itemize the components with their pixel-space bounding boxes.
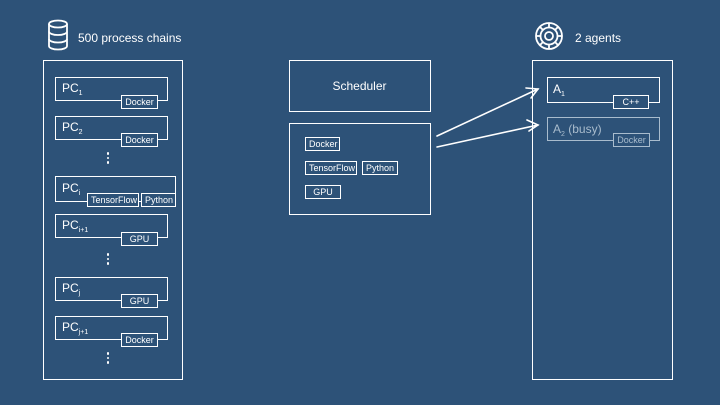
capability-tag: Docker [305, 137, 340, 151]
process-chain-card: PC1 [55, 77, 168, 101]
process-chain-label: PC2 [62, 120, 83, 136]
process-chain-label: PCi+1 [62, 218, 89, 234]
agent-card-busy: A2 (busy) [547, 117, 660, 141]
process-chain-card: PCi+1 [55, 214, 168, 238]
process-chain-label: PCi [62, 181, 81, 197]
capability-tag: Docker [121, 333, 158, 347]
scheduler-box: Scheduler [289, 60, 431, 112]
capability-tag: GPU [121, 294, 158, 308]
process-chain-card: PCj+1 [55, 316, 168, 340]
process-chain-card: PCj [55, 277, 168, 301]
process-chains-title: 500 process chains [78, 31, 182, 45]
dispatch-arrow-line [436, 124, 539, 148]
capability-tag: Docker [121, 95, 158, 109]
capability-tag: GPU [305, 185, 341, 199]
capability-tag: Docker [121, 133, 158, 147]
ellipsis-icon [106, 352, 110, 366]
agents-panel [532, 60, 673, 380]
agent-label: A2 (busy) [553, 122, 602, 138]
capability-tag: TensorFlow [87, 193, 139, 207]
gear-icon [533, 20, 565, 52]
capability-tag: GPU [121, 232, 158, 246]
capability-tag: Python [362, 161, 398, 175]
process-chain-label: PC1 [62, 81, 83, 97]
arrowhead [525, 87, 540, 99]
process-chain-label: PCj [62, 281, 81, 297]
scheduler-capabilities-box [289, 123, 431, 215]
capability-tag: Python [141, 193, 176, 207]
scheduler-title: Scheduler [332, 79, 387, 93]
capability-tag: C++ [613, 95, 649, 109]
agent-card: A1 [547, 77, 660, 103]
database-icon [47, 19, 69, 51]
ellipsis-icon [106, 152, 110, 166]
capability-tag: Docker [613, 133, 650, 147]
dispatch-arrow-line [436, 88, 539, 137]
process-chains-panel [43, 60, 183, 380]
capability-tag: TensorFlow [305, 161, 357, 175]
agents-title: 2 agents [575, 31, 622, 45]
agent-label: A1 [553, 82, 565, 98]
ellipsis-icon [106, 253, 110, 267]
process-chain-label: PCj+1 [62, 320, 89, 336]
process-chain-card: PC2 [55, 116, 168, 140]
